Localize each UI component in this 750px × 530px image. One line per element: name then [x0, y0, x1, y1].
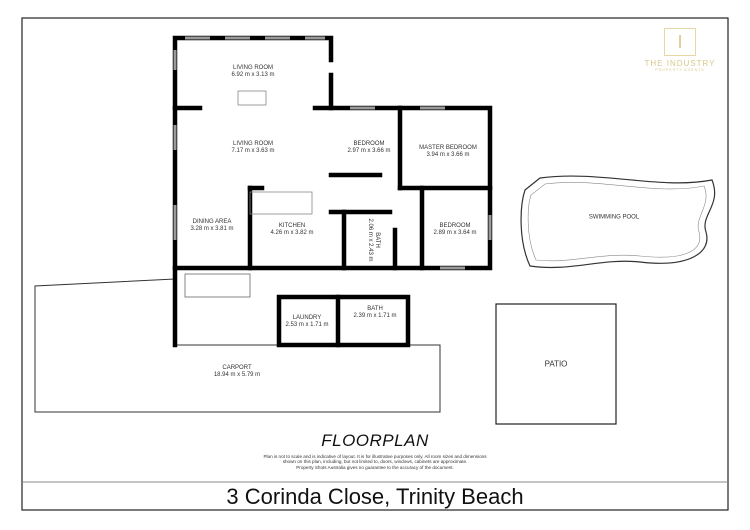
- fireplace: [237, 90, 267, 106]
- page-frame: [21, 17, 729, 511]
- swimming-pool-outline: [520, 175, 716, 269]
- pool-inner-edge: [527, 182, 707, 262]
- room-label: SWIMMING POOL: [588, 214, 640, 221]
- room-label: PATIO: [544, 359, 568, 369]
- carport-outline: [34, 278, 441, 413]
- logo: I THE INDUSTRY PROPERTY AGENTS: [640, 28, 720, 72]
- plan-title: FLOORPLAN: [321, 431, 429, 450]
- property-address: 3 Corinda Close, Trinity Beach: [226, 484, 524, 509]
- logo-name: THE INDUSTRY: [644, 59, 716, 68]
- walls: [172, 35, 493, 348]
- windows: [173, 36, 492, 270]
- logo-tagline: PROPERTY AGENTS: [655, 68, 705, 72]
- disclaimer: Plan is not to scale and is indicative o…: [263, 454, 487, 470]
- logo-mark-icon: I: [664, 28, 696, 56]
- porch: [184, 273, 251, 298]
- kitchen-island: [249, 191, 313, 215]
- patio-outline: [495, 303, 617, 425]
